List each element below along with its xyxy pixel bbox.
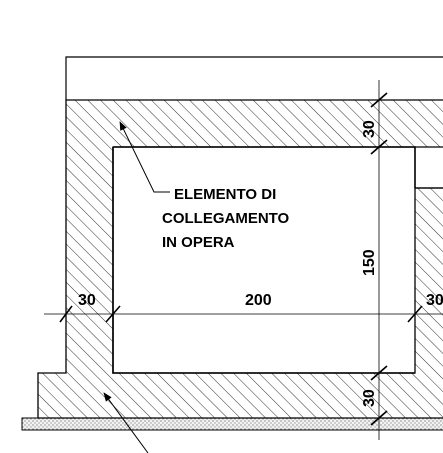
element-label-line3: IN OPERA	[162, 234, 235, 251]
dim-bottom-thickness: 30	[361, 389, 378, 407]
element-label-line2: COLLEGAMENTO	[162, 210, 290, 227]
element-label-line1: ELEMENTO DI	[174, 186, 276, 203]
dim-top-thickness: 30	[361, 120, 378, 138]
bottom-leader-arrow	[103, 392, 149, 453]
dim-tick-top-inner	[370, 139, 388, 155]
dim-tick-left-outer	[59, 305, 73, 323]
dim-tick-bottom-outer	[370, 410, 388, 426]
dim-tick-right-inner	[407, 305, 423, 323]
dim-tick-top-outer	[370, 92, 388, 108]
inner-void-outline	[112, 146, 416, 374]
ground-strip	[21, 417, 443, 431]
top-element-outline	[65, 56, 443, 100]
dim-tick-bottom-inner	[370, 365, 388, 381]
dim-right-wall: 30	[426, 292, 443, 309]
element-leader-line	[119, 121, 170, 193]
dim-tick-left-inner	[105, 305, 121, 323]
dim-inner-width: 200	[245, 292, 272, 309]
dim-inner-height: 150	[361, 249, 378, 276]
dim-left-wall: 30	[78, 292, 96, 309]
